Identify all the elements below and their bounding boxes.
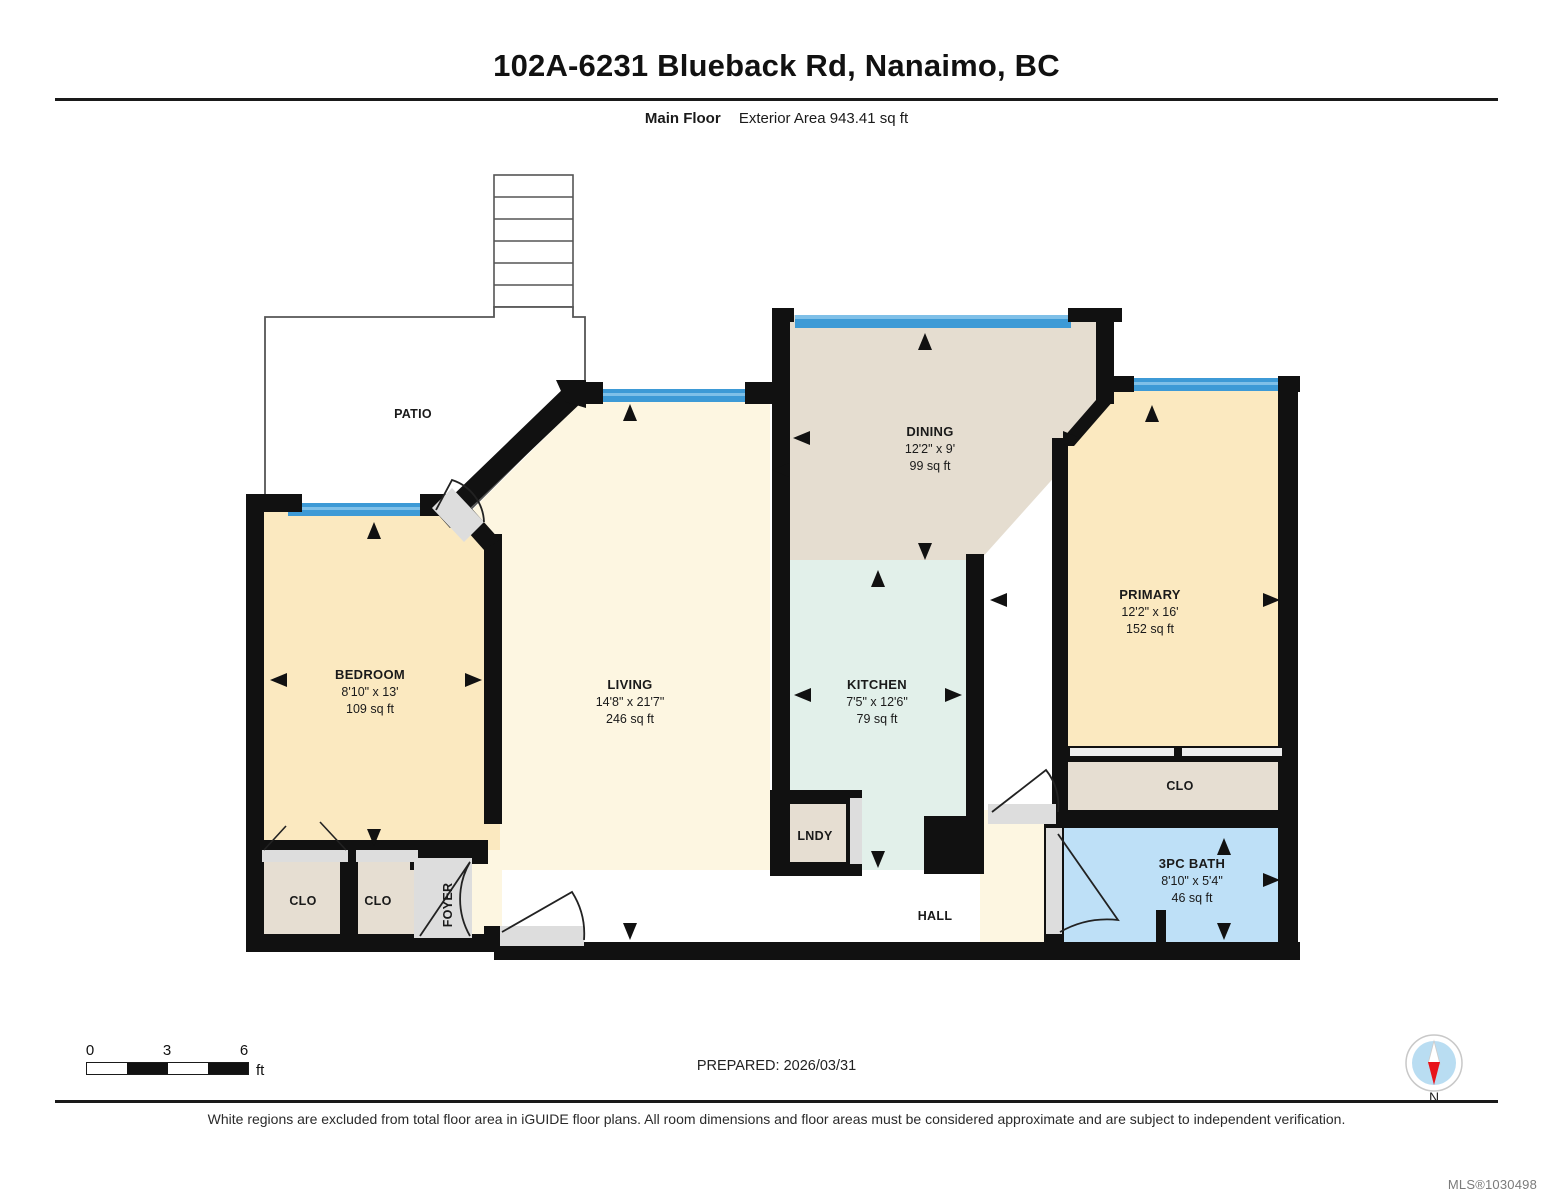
room-dims-living: 14'8" x 21'7" — [596, 695, 665, 709]
walls — [246, 308, 1300, 960]
floor-subheader: Main Floor Exterior Area 943.41 sq ft — [0, 110, 1553, 127]
room-area-primary: 152 sq ft — [1126, 622, 1174, 636]
room-area-bath: 46 sq ft — [1172, 891, 1214, 905]
room-dims-bedroom: 8'10" x 13' — [341, 685, 398, 699]
dimension-arrows — [270, 333, 1280, 940]
room-dims-kitchen: 7'5" x 12'6" — [846, 695, 908, 709]
scale-tick-0: 0 — [85, 1042, 95, 1059]
scale-ticks: 0 3 6 — [0, 1042, 300, 1060]
primary-closet-fill — [1060, 754, 1290, 816]
room-labels: DINING 12'2" x 9' 99 sq ft PRIMARY 12'2"… — [289, 424, 1225, 927]
page-title: 102A-6231 Blueback Rd, Nanaimo, BC — [493, 48, 1060, 83]
scale-unit-label: ft — [256, 1062, 265, 1079]
room-label-hall: HALL — [918, 909, 953, 923]
scale-bar — [86, 1062, 249, 1075]
exterior-area: Exterior Area 943.41 sq ft — [738, 110, 909, 127]
room-label-primary-closet: CLO — [1166, 779, 1193, 793]
disclaimer-text: White regions are excluded from total fl… — [207, 1111, 1346, 1127]
scale-segment — [87, 1063, 128, 1074]
floor-plan-svg: PATIO — [246, 174, 1300, 960]
room-area-bedroom: 109 sq ft — [346, 702, 394, 716]
room-label-laundry: LNDY — [797, 829, 833, 843]
room-label-bedroom: BEDROOM — [335, 667, 405, 682]
scale-segment — [167, 1063, 208, 1074]
room-label-primary: PRIMARY — [1119, 587, 1181, 602]
room-label-patio: PATIO — [394, 407, 432, 421]
room-label-dining: DINING — [906, 424, 953, 439]
room-label-closet-right: CLO — [364, 894, 391, 908]
floor-plan-drawing: PATIO — [0, 150, 1553, 1010]
windows — [288, 315, 1284, 516]
scale-segment — [127, 1063, 168, 1074]
room-dims-bath: 8'10" x 5'4" — [1161, 874, 1223, 888]
doors — [262, 478, 1282, 946]
scale-tick-2: 6 — [239, 1042, 249, 1059]
room-area-kitchen: 79 sq ft — [857, 712, 899, 726]
room-label-living: LIVING — [607, 677, 652, 692]
floor-name: Main Floor — [644, 110, 721, 127]
prepared-date: PREPARED: 2026/03/31 — [696, 1058, 857, 1074]
compass-north-label: N — [1428, 1089, 1440, 1105]
primary-fill — [1060, 390, 1290, 750]
scale-tick-1: 3 — [162, 1042, 172, 1059]
header-divider — [55, 98, 1498, 101]
dining-fill — [788, 315, 1110, 560]
room-label-bath: 3PC BATH — [1159, 856, 1225, 871]
bath-fill — [1060, 828, 1290, 950]
compass-rose — [1404, 1033, 1464, 1093]
compass-icon — [1405, 1034, 1463, 1092]
room-dims-primary: 12'2" x 16' — [1121, 605, 1178, 619]
bedroom-fill — [258, 510, 500, 850]
mls-number: MLS®1030498 — [1447, 1177, 1537, 1192]
room-area-living: 246 sq ft — [606, 712, 654, 726]
room-label-foyer: FOYER — [441, 883, 455, 928]
room-label-closet-left: CLO — [289, 894, 316, 908]
room-area-dining: 99 sq ft — [910, 459, 952, 473]
room-label-kitchen: KITCHEN — [847, 677, 907, 692]
scale-segment — [207, 1063, 248, 1074]
room-dims-dining: 12'2" x 9' — [905, 442, 955, 456]
foyer-closets-fill — [262, 856, 418, 942]
footer-divider — [55, 1100, 1498, 1103]
hall-right-fill — [980, 810, 1060, 950]
